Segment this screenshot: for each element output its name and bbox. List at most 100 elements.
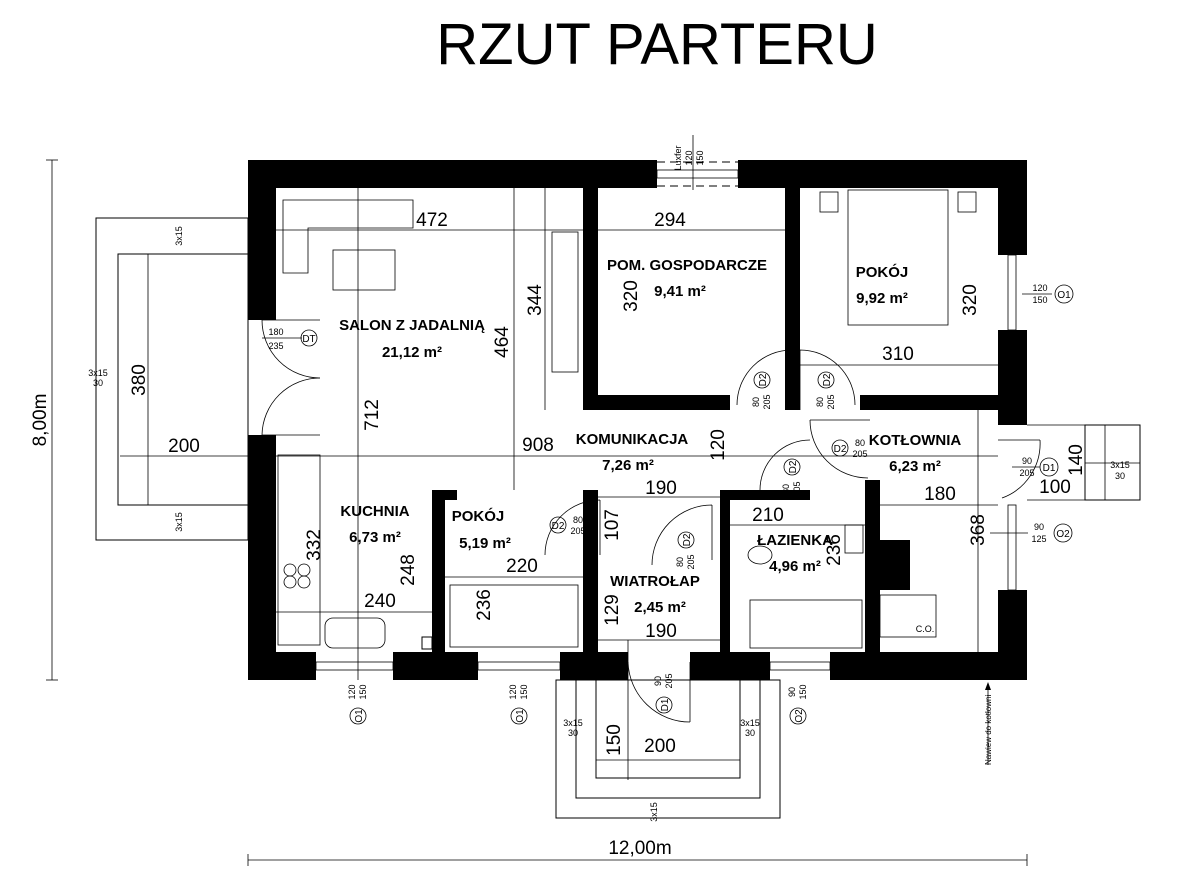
plan-label: O2	[794, 709, 805, 723]
dim-label: 210	[752, 505, 784, 526]
dim-label: 712	[362, 399, 383, 431]
plan-label: 3x15	[1110, 460, 1130, 470]
overall-width: 12,00m	[608, 838, 671, 859]
plan-label: 30	[1115, 471, 1125, 481]
plan-label: D2	[834, 444, 847, 455]
dim-label: 140	[1066, 444, 1087, 476]
room-kuchnia-area: 6,73 m²	[349, 529, 401, 546]
plan-label: 205	[570, 526, 585, 536]
plan-label: O2	[1056, 529, 1070, 540]
room-lazienka-area: 4,96 m²	[769, 558, 821, 575]
plan-label: 120	[684, 150, 694, 165]
plan-label: D1	[660, 698, 671, 711]
plan-label: 205	[826, 394, 836, 409]
dim-label: 220	[506, 556, 538, 577]
overall-dimensions: 8,00m 12,00m	[30, 159, 1028, 866]
dim-label: 320	[960, 284, 981, 316]
dim-label: 200	[644, 736, 676, 757]
room-pokoj-name: POKÓJ	[856, 263, 909, 281]
room-kotlownia-area: 6,23 m²	[889, 458, 941, 475]
dim-label: 332	[304, 529, 325, 561]
dimension-labels: 472 294 310 908 190 210 180 220 240 190 …	[129, 210, 1087, 757]
walls	[248, 160, 1027, 680]
plan-label: 205	[852, 449, 867, 459]
plan-label: 3x15	[174, 226, 184, 246]
plan-label: D2	[788, 460, 799, 473]
room-labels: SALON Z JADALNIĄ 21,12 m² POM. GOSPODARC…	[339, 257, 961, 616]
plan-label: 120	[508, 684, 518, 699]
plan-label: 205	[792, 481, 802, 496]
luxfer-label: Luxfer 120 150	[673, 135, 705, 190]
dim-label: 120	[708, 429, 729, 461]
plan-label: 3x15	[740, 718, 760, 728]
plan-label: 120	[1032, 283, 1047, 293]
room-pokoj-maly-area: 5,19 m²	[459, 535, 511, 552]
entrance-steps: 3x15 30 3x15 30 3x15	[555, 679, 781, 822]
room-komunikacja-name: KOMUNIKACJA	[576, 431, 689, 448]
dim-label: 472	[416, 210, 448, 231]
windows	[315, 161, 1017, 671]
plan-label: 205	[686, 554, 696, 569]
dim-label: 200	[168, 436, 200, 457]
plan-label: 30	[745, 728, 755, 738]
room-kuchnia-name: KUCHNIA	[340, 503, 409, 520]
side-steps: 3x15 30	[1027, 424, 1141, 501]
plan-label: D2	[758, 373, 769, 386]
plan-label: 150	[695, 150, 705, 165]
plan-label: 235	[268, 341, 283, 351]
plan-label: 150	[519, 684, 529, 699]
plan-label: 150	[1032, 295, 1047, 305]
room-komunikacja-area: 7,26 m²	[602, 457, 654, 474]
plan-label: D2	[552, 521, 565, 532]
doors	[261, 319, 1041, 723]
furniture: C.O.	[277, 189, 977, 650]
dim-label: 100	[1039, 477, 1071, 498]
dimension-lines	[120, 188, 998, 780]
room-wiatrolap-name: WIATROŁAP	[610, 573, 700, 590]
plan-label: O1	[354, 709, 365, 723]
dim-label: 248	[398, 554, 419, 586]
terrace-left: 3x15 3x15 3x15 30	[88, 217, 249, 541]
overall-height: 8,00m	[30, 394, 51, 447]
dim-label: 294	[654, 210, 686, 231]
dim-label: 150	[604, 724, 625, 756]
plan-label: D1	[1043, 463, 1056, 474]
plan-label: 205	[664, 673, 674, 688]
plan-label: 120	[347, 684, 357, 699]
plan-label: 90	[1034, 522, 1044, 532]
plan-label: 150	[798, 684, 808, 699]
plan-label: 3x15	[563, 718, 583, 728]
plan-label: O1	[515, 709, 526, 723]
room-kotlownia-name: KOTŁOWNIA	[869, 432, 962, 449]
co-label: C.O.	[916, 624, 935, 634]
plan-label: 80	[781, 484, 791, 494]
plan-label: D2	[822, 373, 833, 386]
plan-label: 3x15	[649, 802, 659, 822]
plan-label: 90	[787, 687, 797, 697]
plan-label: 180	[268, 327, 283, 337]
plan-label: 80	[675, 557, 685, 567]
plan-label: 3x15	[174, 512, 184, 532]
plan-label: 90	[1022, 456, 1032, 466]
dim-label: 380	[129, 364, 150, 396]
dim-label: 344	[525, 284, 546, 316]
plan-label: 80	[573, 515, 583, 525]
dim-label: 129	[602, 594, 623, 626]
dim-label: 190	[645, 478, 677, 499]
room-salon-name: SALON Z JADALNIĄ	[339, 317, 485, 334]
plan-label: 30	[93, 378, 103, 388]
